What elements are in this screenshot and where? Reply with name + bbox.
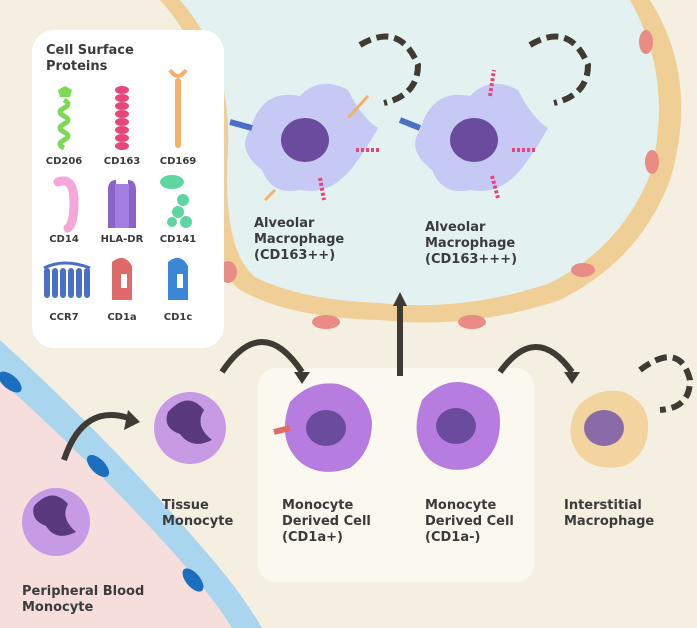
alveolar-macrophage-1: [229, 83, 380, 202]
legend-label-cd141: CD141: [159, 234, 197, 245]
cd206-icon: [57, 86, 72, 151]
legend-label-cd14: CD14: [49, 234, 79, 245]
alveolus: [160, 0, 682, 329]
label-peripheral-blood-monocyte: Peripheral Blood Monocyte: [22, 584, 145, 615]
legend-label-cd206: CD206: [45, 156, 83, 167]
tissue-monocyte: [154, 392, 226, 464]
blood-vessel: [0, 340, 262, 628]
interstitial-macrophage: [570, 390, 649, 468]
legend-title: Cell Surface Proteins: [46, 43, 134, 74]
label-monocyte-derived-cd1a-neg: Monocyte Derived Cell (CD1a-): [425, 498, 514, 545]
cd141-icon: [160, 175, 192, 228]
alveolar-macrophage-2: [398, 69, 548, 199]
arrowheads: [124, 292, 580, 430]
label-interstitial-macrophage: Interstitial Macrophage: [564, 498, 655, 529]
hla-dr-icon: [108, 180, 136, 228]
cd14-icon: [53, 176, 79, 233]
legend-label-ccr7: CCR7: [49, 312, 79, 323]
transition-arrows: [61, 33, 694, 461]
ccr7-icon: [43, 261, 91, 298]
label-tissue-monocyte: Tissue Monocyte: [162, 498, 234, 529]
mdc-cd1a-neg: [416, 382, 500, 470]
legend-label-cd1a: CD1a: [107, 312, 137, 323]
legend-label-cd1c: CD1c: [163, 312, 193, 323]
legend-icons: [43, 68, 192, 300]
cd1a-icon: [112, 257, 132, 300]
cd1c-icon: [168, 257, 188, 300]
cd169-icon: [168, 68, 188, 148]
peripheral-blood-monocyte: [22, 488, 90, 556]
legend-label-cd163: CD163: [103, 156, 141, 167]
cd163-icon: [115, 86, 129, 150]
label-alveolar-macrophage-cd163pp: Alveolar Macrophage (CD163++): [254, 216, 345, 263]
label-monocyte-derived-cd1a-pos: Monocyte Derived Cell (CD1a+): [282, 498, 371, 545]
label-alveolar-macrophage-cd163ppp: Alveolar Macrophage (CD163+++): [425, 220, 518, 267]
mdc-cd1a-pos: [273, 383, 372, 472]
legend-label-hla-dr: HLA-DR: [100, 234, 144, 245]
legend-label-cd169: CD169: [159, 156, 197, 167]
